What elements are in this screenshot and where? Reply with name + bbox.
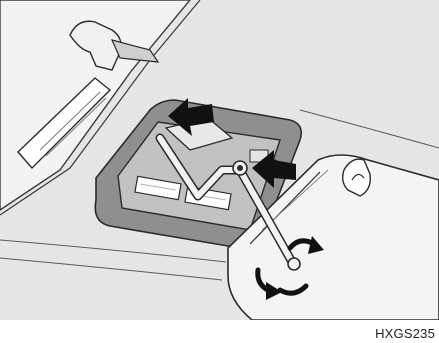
caption-band [0, 320, 439, 343]
figure-code-label: HXGS235 [375, 326, 435, 341]
